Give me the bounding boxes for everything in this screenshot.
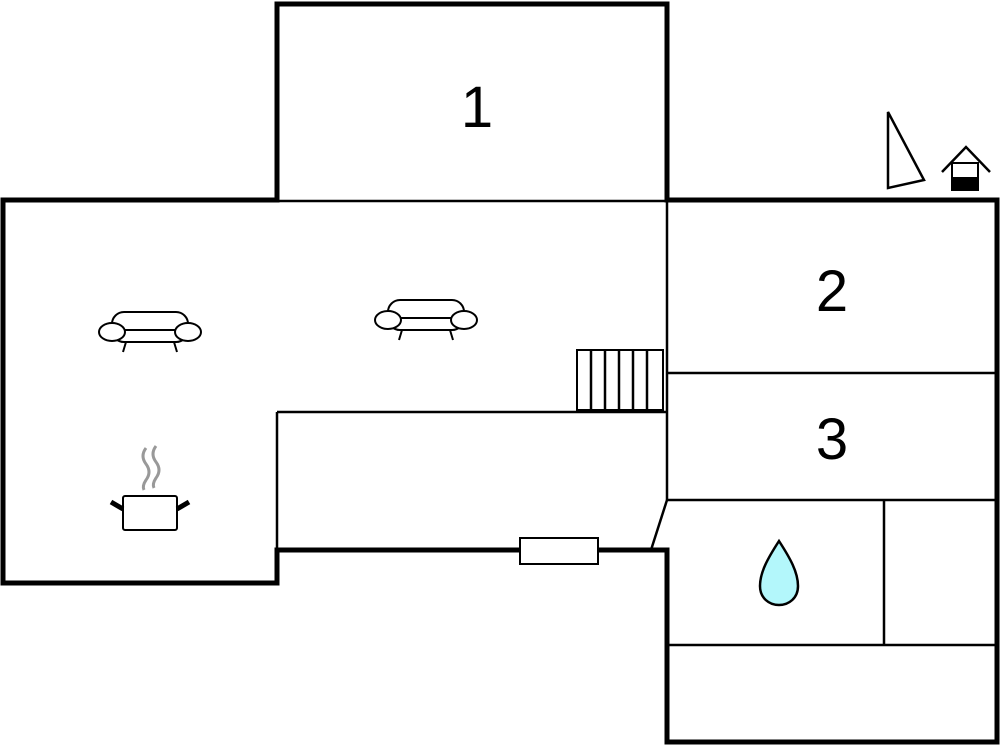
room-label-1: 1 <box>461 75 493 140</box>
stairs-icon <box>576 349 664 411</box>
cooking-pot-icon <box>109 445 191 531</box>
north-arrow-icon <box>886 111 926 190</box>
water-drop-icon <box>758 538 800 607</box>
room-label-3: 3 <box>816 407 848 472</box>
house-icon <box>941 145 991 191</box>
sofa-icon <box>98 311 202 353</box>
interior-walls <box>275 199 997 647</box>
sofa-icon <box>374 299 478 341</box>
window-icon <box>519 537 599 565</box>
room-label-2: 2 <box>816 259 848 324</box>
